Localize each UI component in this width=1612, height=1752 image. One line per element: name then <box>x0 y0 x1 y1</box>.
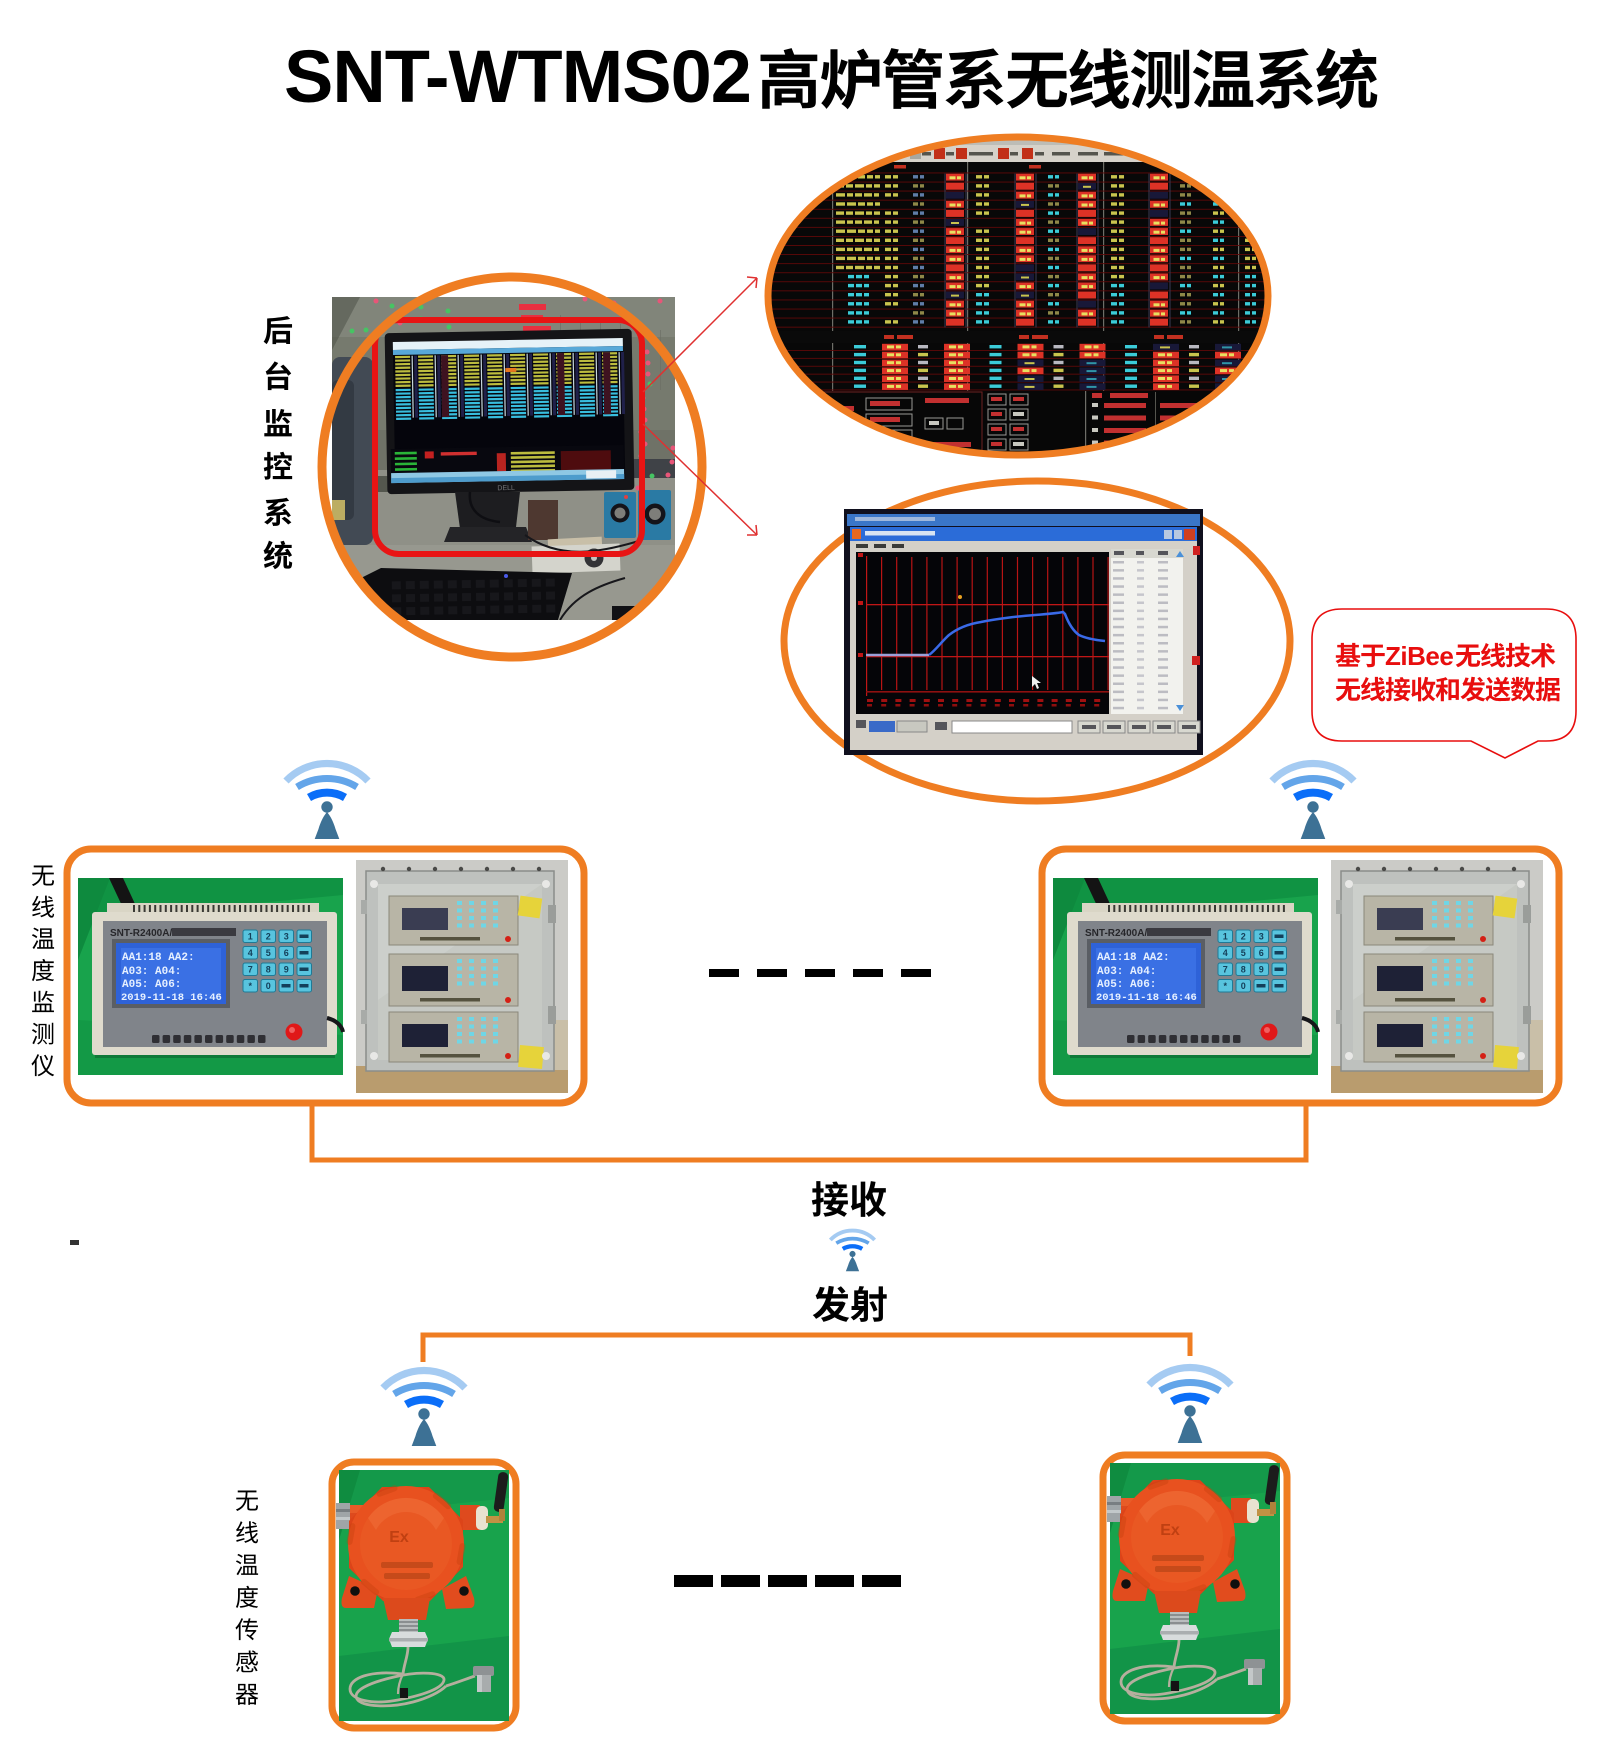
svg-text:4: 4 <box>248 948 253 958</box>
svg-text:7: 7 <box>248 965 253 975</box>
svg-text:DELL: DELL <box>497 485 515 492</box>
svg-text:*: * <box>248 981 252 991</box>
svg-text:6: 6 <box>284 948 289 958</box>
svg-text:AA1:18 AA2:: AA1:18 AA2: <box>122 952 195 964</box>
svg-text:8: 8 <box>266 965 271 975</box>
svg-text:9: 9 <box>284 965 289 975</box>
svg-text:SNT-WTMS02: SNT-WTMS02 <box>284 35 751 118</box>
svg-text:Ex: Ex <box>389 1529 409 1546</box>
svg-text:2019-11-18 16:46: 2019-11-18 16:46 <box>121 992 222 1004</box>
svg-text:1: 1 <box>248 932 253 942</box>
svg-text:5: 5 <box>266 948 271 958</box>
svg-text:2: 2 <box>266 932 271 942</box>
svg-text:3: 3 <box>284 932 289 942</box>
svg-text:A05: A06:: A05: A06: <box>122 979 181 991</box>
svg-text:0: 0 <box>266 981 271 991</box>
svg-text:SNT-R2400A/: SNT-R2400A/ <box>110 928 172 939</box>
svg-text:A03: A04:: A03: A04: <box>122 966 181 978</box>
svg-text:ZiBee: ZiBee <box>1385 641 1453 671</box>
